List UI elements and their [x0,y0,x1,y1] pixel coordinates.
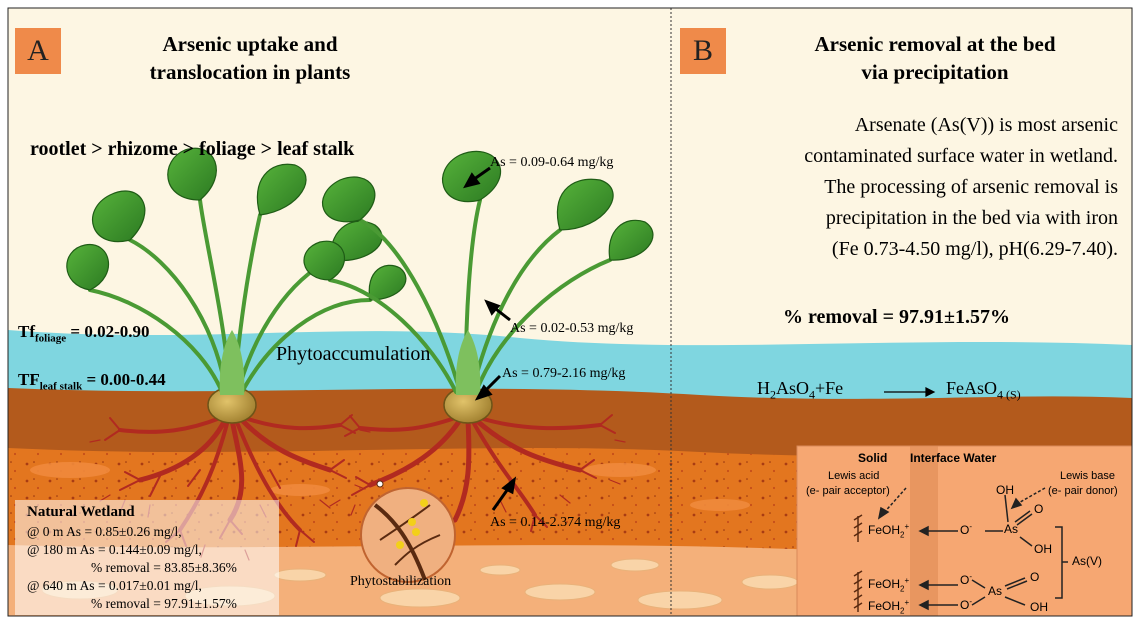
wetland-row-4: @ 640 m As = 0.017±0.01 mg/l, [27,578,202,594]
inset-as-2: As [988,584,1002,598]
inset-o-minus-3-text: O [960,598,969,612]
inset-lewis-base: Lewis base [1060,470,1115,482]
eq-product-sub: 4 (S) [997,388,1021,402]
panel-b-title-line-1: Arsenic removal at the bed [760,30,1110,58]
inset-feoh2-3-text: FeOH [868,599,900,613]
inset-feoh2-2-text: FeOH [868,577,900,591]
tf-leaf-stalk: TFleaf stalk = 0.00-0.44 [18,370,166,392]
eq-fe: +Fe [815,378,843,398]
panel-b-paragraph: Arsenate (As(V)) is most arsenic contami… [678,110,1118,265]
inset-lewis-acid-note: (e- pair acceptor) [806,485,890,497]
inset-solid: Solid [858,451,887,465]
wetland-row-2: @ 180 m As = 0.144±0.09 mg/l, [27,542,202,558]
paragraph-line-2: contaminated surface water in wetland. [678,141,1118,172]
as-rhizome-label: As = 0.79-2.16 mg/kg [502,366,625,382]
inset-o-1: O [1034,502,1043,516]
wetland-row-3: % removal = 83.85±8.36% [91,560,237,576]
eq-product: FeAsO [946,378,997,398]
inset-o-minus-3: O- [960,597,972,612]
as-stalk-label: As = 0.02-0.53 mg/kg [510,321,633,337]
inset-oh-top: OH [996,483,1014,497]
panel-a-title-line-2: translocation in plants [100,58,400,86]
paragraph-line-5: (Fe 0.73-4.50 mg/l), pH(6.29-7.40). [678,234,1118,265]
reaction-equation-right: FeAsO4 (S) [946,378,1021,403]
inset-feoh2-3: FeOH2+ [868,598,909,615]
as-leaf-label: As = 0.09-0.64 mg/kg [490,155,613,171]
tf-leaf-stalk-prefix: TF [18,370,40,389]
inset-o-minus-1: O- [960,522,972,537]
wetland-heading: Natural Wetland [27,504,135,521]
panel-b-title: Arsenic removal at the bed via precipita… [760,30,1110,86]
inset-o-minus-2-text: O [960,573,969,587]
eq-aso: AsO [776,378,809,398]
tf-foliage: Tffoliage = 0.02-0.90 [18,322,150,344]
tf-foliage-prefix: Tf [18,322,35,341]
inset-lewis-acid: Lewis acid [828,470,879,482]
phytostabilization-label: Phytostabilization [350,574,451,590]
inset-lewis-base-note: (e- pair donor) [1048,485,1118,497]
inset-as-v: As(V) [1072,554,1102,568]
phytoaccumulation-label: Phytoaccumulation [276,343,430,366]
reaction-equation-left: H2AsO4+Fe [757,378,843,403]
inset-interface-water: Interface Water [910,451,996,465]
panel-a-title: Arsenic uptake and translocation in plan… [100,30,400,86]
inset-feoh2-1-text: FeOH [868,523,900,537]
paragraph-line-4: precipitation in the bed via with iron [678,203,1118,234]
tf-foliage-sub: foliage [35,332,66,344]
inset-as-1: As [1004,522,1018,536]
paragraph-line-3: The processing of arsenic removal is [678,172,1118,203]
tf-leaf-stalk-value: = 0.00-0.44 [82,370,165,389]
paragraph-line-1: Arsenate (As(V)) is most arsenic [678,110,1118,141]
panel-a-title-line-1: Arsenic uptake and [100,30,400,58]
wetland-row-5: % removal = 97.91±1.57% [91,596,237,612]
panel-a-badge: A [15,28,61,74]
translocation-order: rootlet > rhizome > foliage > leaf stalk [30,138,354,161]
panel-b-title-line-2: via precipitation [760,58,1110,86]
removal-percent: % removal = 97.91±1.57% [783,306,1010,329]
inset-o-minus-1-text: O [960,523,969,537]
inset-oh-2: OH [1030,600,1048,614]
eq-h: H [757,378,770,398]
wetland-row-1: @ 0 m As = 0.85±0.26 mg/l, [27,524,182,540]
inset-feoh2-2: FeOH2+ [868,576,909,593]
natural-wetland-box: Natural Wetland @ 0 m As = 0.85±0.26 mg/… [15,500,279,615]
as-root-label: As = 0.14-2.374 mg/kg [490,515,620,531]
inset-oh-1: OH [1034,542,1052,556]
inset-o-minus-2: O- [960,572,972,587]
tf-foliage-value: = 0.02-0.90 [66,322,149,341]
tf-leaf-stalk-sub: leaf stalk [40,380,82,392]
panel-b-badge: B [680,28,726,74]
inset-feoh2-1: FeOH2+ [868,522,909,539]
inset-o-2: O [1030,570,1039,584]
